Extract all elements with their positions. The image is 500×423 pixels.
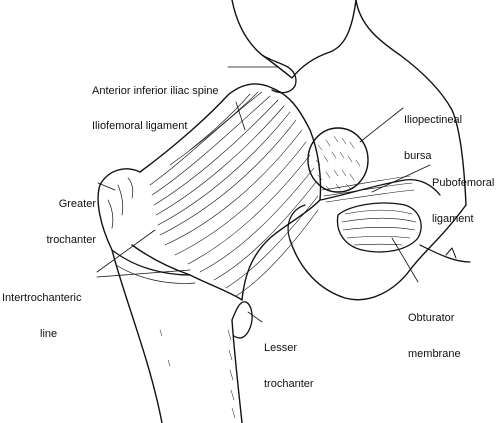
label-obturator-membrane: Obturator membrane [408,288,461,372]
femur-shaft-right [231,319,243,423]
label-greater-trochanter: Greater trochanter [2,174,96,258]
label-iliopectineal-bursa: Iliopectineal bursa [404,90,462,174]
iliopectineal-bursa-outline [307,127,369,193]
iliofemoral-fibers [149,91,319,297]
label-text: Iliofemoral ligament [92,120,188,132]
label-line-2: membrane [408,348,461,360]
bursa-stipple [315,135,361,191]
pubofemoral-ligament-outline [319,179,441,201]
femur-shaft-left [111,249,163,423]
obturator-region-outline [289,204,467,301]
label-line-1: Intertrochanteric [2,292,82,304]
pelvis-right-outline [355,0,467,206]
label-lesser-trochanter: Lesser trochanter [264,318,314,402]
label-line-1: Greater [58,198,96,210]
aiis-outline [261,54,297,94]
label-line-2: trochanter [46,234,96,246]
label-line-2: line [40,328,58,340]
obturator-fibers [341,209,417,246]
label-pubofemoral-ligament: Pubofemoral ligament [432,153,494,237]
label-text: Anterior inferior iliac spine [92,85,219,97]
label-line-1: Pubofemoral [432,177,495,189]
obturator-membrane-outline [336,202,422,253]
label-line-2: bursa [404,150,432,162]
leader-lines [96,66,431,323]
lesser-trochanter-outline [231,301,253,339]
label-iliofemoral-ligament: Iliofemoral ligament [92,96,187,144]
label-line-2: ligament [432,213,474,225]
label-anterior-inferior-iliac-spine: Anterior inferior iliac spine [92,61,219,109]
greater-trochanter-outline [97,168,141,251]
label-line-2: trochanter [264,378,314,390]
label-line-1: Lesser [264,342,298,354]
ilium-outline [231,0,357,79]
label-intertrochanteric-line: Intertrochanteric line [2,268,81,352]
label-line-1: Iliopectineal [404,114,463,126]
pubofemoral-fibers [321,175,415,203]
label-line-1: Obturator [408,312,455,324]
